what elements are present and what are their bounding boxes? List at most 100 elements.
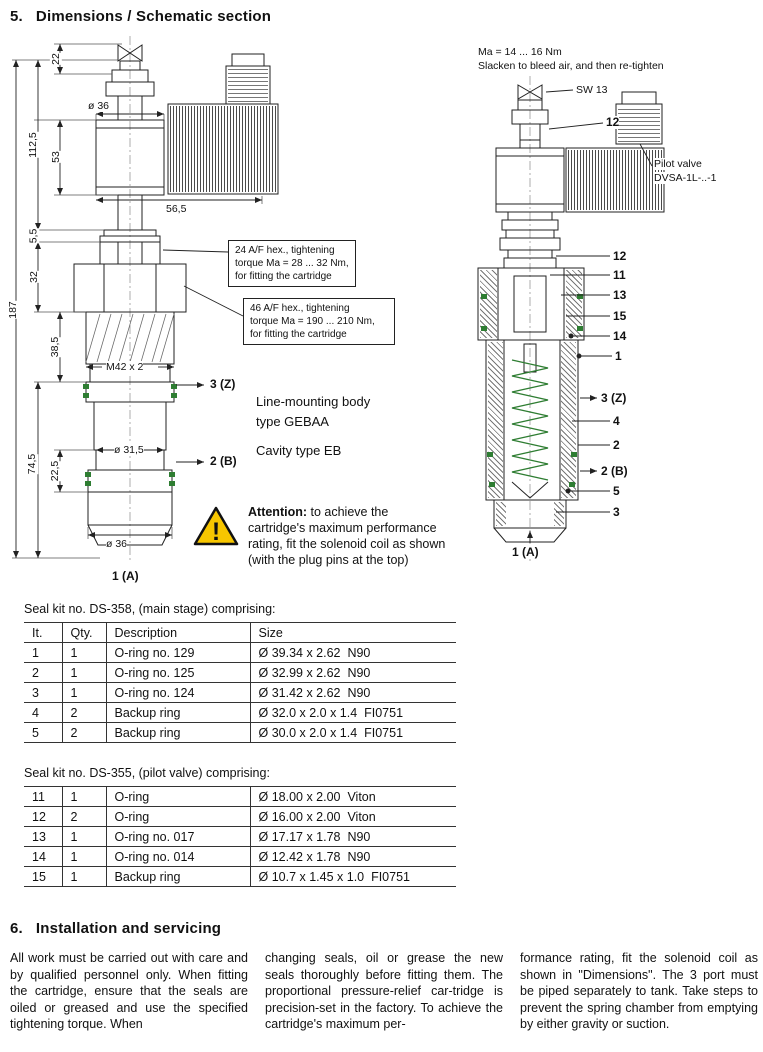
dim-label-74-5: 74,5 xyxy=(26,453,39,475)
seal-kit-main-caption: Seal kit no. DS-358, (main stage) compri… xyxy=(24,602,276,616)
callout-line: 46 A/F hex., tightening xyxy=(250,303,350,314)
warning-exclamation: ! xyxy=(212,518,220,546)
callout-line: 24 A/F hex., tightening xyxy=(235,245,335,256)
part-label-1: 1 xyxy=(615,349,622,363)
dim-label-dia31-5: ø 31,5 xyxy=(114,444,144,456)
table-row: 1 1 O-ring no. 129 Ø 39.34 x 2.62 N90 xyxy=(24,642,456,663)
table-row: 3 1 O-ring no. 124 Ø 31.42 x 2.62 N90 xyxy=(24,682,456,703)
part-label-3: 3 xyxy=(613,505,620,519)
table-row: 14 1 O-ring no. 014 Ø 12.42 x 1.78 N90 xyxy=(24,846,456,867)
torque-note-line1: Ma = 14 ... 16 Nm xyxy=(478,46,562,58)
cell-item: 15 xyxy=(24,866,63,887)
part-label-12: 12 xyxy=(613,249,627,263)
cell-qty: 2 xyxy=(62,702,107,723)
mounting-body-note: Line-mounting body type GEBAA xyxy=(256,392,370,432)
seal-kit-pilot-block: Seal kit no. DS-355, (pilot valve) compr… xyxy=(24,766,456,887)
attention-note: Attention: to achieve the cartridge's ma… xyxy=(248,504,448,568)
part-label-15: 15 xyxy=(613,309,627,323)
part-label-5: 5 xyxy=(613,484,620,498)
seal-kit-pilot-caption: Seal kit no. DS-355, (pilot valve) compr… xyxy=(24,766,270,780)
cell-description: Backup ring xyxy=(106,866,251,887)
cell-qty: 1 xyxy=(62,682,107,703)
pilot-valve-label-line1: Pilot valve xyxy=(654,158,702,170)
port-label-2b-right: 2 (B) xyxy=(601,464,628,478)
left-plug-hatching xyxy=(228,68,268,102)
cell-qty: 2 xyxy=(62,806,107,827)
seal-kit-main-table: It. Qty. Description Size 1 1 O-ring no.… xyxy=(24,622,456,743)
col-header-size: Size xyxy=(258,625,283,640)
mounting-body-note-line1: Line-mounting body xyxy=(256,394,371,409)
section6-number: 6. xyxy=(10,920,23,937)
part-label-11: 11 xyxy=(613,268,626,282)
section5-title: Dimensions / Schematic section xyxy=(35,8,272,25)
cell-size: Ø 32.0 x 2.0 x 1.4 FI0751 xyxy=(258,705,404,720)
cell-size: Ø 39.34 x 2.62 N90 xyxy=(258,645,371,660)
cell-item: 1 xyxy=(24,642,63,663)
dim-label-5-5: 5,5 xyxy=(27,228,40,244)
table-row: 2 1 O-ring no. 125 Ø 32.99 x 2.62 N90 xyxy=(24,662,456,683)
mounting-body-note-line2: type GEBAA xyxy=(256,414,329,429)
cell-size: Ø 30.0 x 2.0 x 1.4 FI0751 xyxy=(258,725,404,740)
cell-description: O-ring no. 125 xyxy=(106,662,251,683)
sw13-label: SW 13 xyxy=(576,84,608,96)
attention-text: to achieve the cartridge's maximum perfo… xyxy=(248,505,446,567)
seal-kit-main-block: Seal kit no. DS-358, (main stage) compri… xyxy=(24,602,456,743)
cell-size: Ø 12.42 x 1.78 N90 xyxy=(258,849,371,864)
cell-qty: 2 xyxy=(62,722,107,743)
port-label-3z: 3 (Z) xyxy=(210,377,236,391)
section-hatching xyxy=(554,502,564,526)
part-label-13: 13 xyxy=(613,288,627,302)
cell-description: O-ring no. 017 xyxy=(106,826,251,847)
cell-item: 4 xyxy=(24,702,63,723)
cell-qty: 1 xyxy=(62,642,107,663)
right-plug-hatching xyxy=(618,106,660,142)
port-label-1a: 1 (A) xyxy=(112,569,139,583)
col-header-item: It. xyxy=(24,622,63,643)
dim-label-dia36-bottom: ø 36 xyxy=(106,538,128,550)
cell-item: 13 xyxy=(24,826,63,847)
callout-line: for fitting the cartridge xyxy=(235,271,332,282)
cell-description: O-ring no. 124 xyxy=(106,682,251,703)
cell-qty: 1 xyxy=(62,786,107,807)
warning-triangle-icon: ! xyxy=(193,506,239,546)
section-hatching xyxy=(566,270,582,338)
cell-description: O-ring xyxy=(106,806,251,827)
valve-spring xyxy=(511,359,549,481)
dim-label-56-5: 56,5 xyxy=(166,203,187,215)
port-label-2b: 2 (B) xyxy=(210,454,237,468)
dim-label-dia36-top: ø 36 xyxy=(88,100,110,112)
left-valve-drawing xyxy=(73,36,279,562)
body-text-column-1: All work must be carried out with care a… xyxy=(10,951,248,1031)
dim-label-53: 53 xyxy=(49,151,62,163)
part-label-12-top: 12 xyxy=(606,115,620,129)
cell-size: Ø 32.99 x 2.62 N90 xyxy=(258,665,371,680)
schematic-line-art: ! xyxy=(12,36,665,564)
table-row: 11 1 O-ring Ø 18.00 x 2.00 Viton xyxy=(24,786,456,807)
cell-item: 14 xyxy=(24,846,63,867)
oring-marks xyxy=(83,294,583,487)
cell-qty: 1 xyxy=(62,846,107,867)
dim-label-187: 187 xyxy=(6,301,19,319)
cell-item: 3 xyxy=(24,682,63,703)
part-label-2: 2 xyxy=(613,438,620,452)
left-connector-hatching xyxy=(170,106,276,192)
section-hatching xyxy=(561,342,576,498)
callout-line: for fitting the cartridge xyxy=(250,329,347,340)
cell-size: Ø 18.00 x 2.00 Viton xyxy=(258,789,376,804)
dim-label-38-5: 38,5 xyxy=(49,336,62,358)
attention-label: Attention: xyxy=(248,505,308,519)
section6-block: 6.Installation and servicing All work mu… xyxy=(10,920,758,1033)
cell-size: Ø 31.42 x 2.62 N90 xyxy=(258,685,371,700)
body-text-column-2: changing seals, oil or grease the new se… xyxy=(265,951,503,1031)
table-row: 5 2 Backup ring Ø 30.0 x 2.0 x 1.4 FI075… xyxy=(24,722,456,743)
table-row: 12 2 O-ring Ø 16.00 x 2.00 Viton xyxy=(24,806,456,827)
cell-qty: 1 xyxy=(62,662,107,683)
port-label-3z-right: 3 (Z) xyxy=(601,391,627,405)
table-header-row: It. Qty. Description Size xyxy=(24,622,456,643)
cell-item: 12 xyxy=(24,806,63,827)
right-section-drawing xyxy=(477,76,665,564)
cell-size: Ø 17.17 x 1.78 N90 xyxy=(258,829,371,844)
dim-label-22: 22 xyxy=(49,53,62,65)
section-hatching xyxy=(480,270,497,338)
section5-heading: 5.Dimensions / Schematic section xyxy=(10,8,271,25)
